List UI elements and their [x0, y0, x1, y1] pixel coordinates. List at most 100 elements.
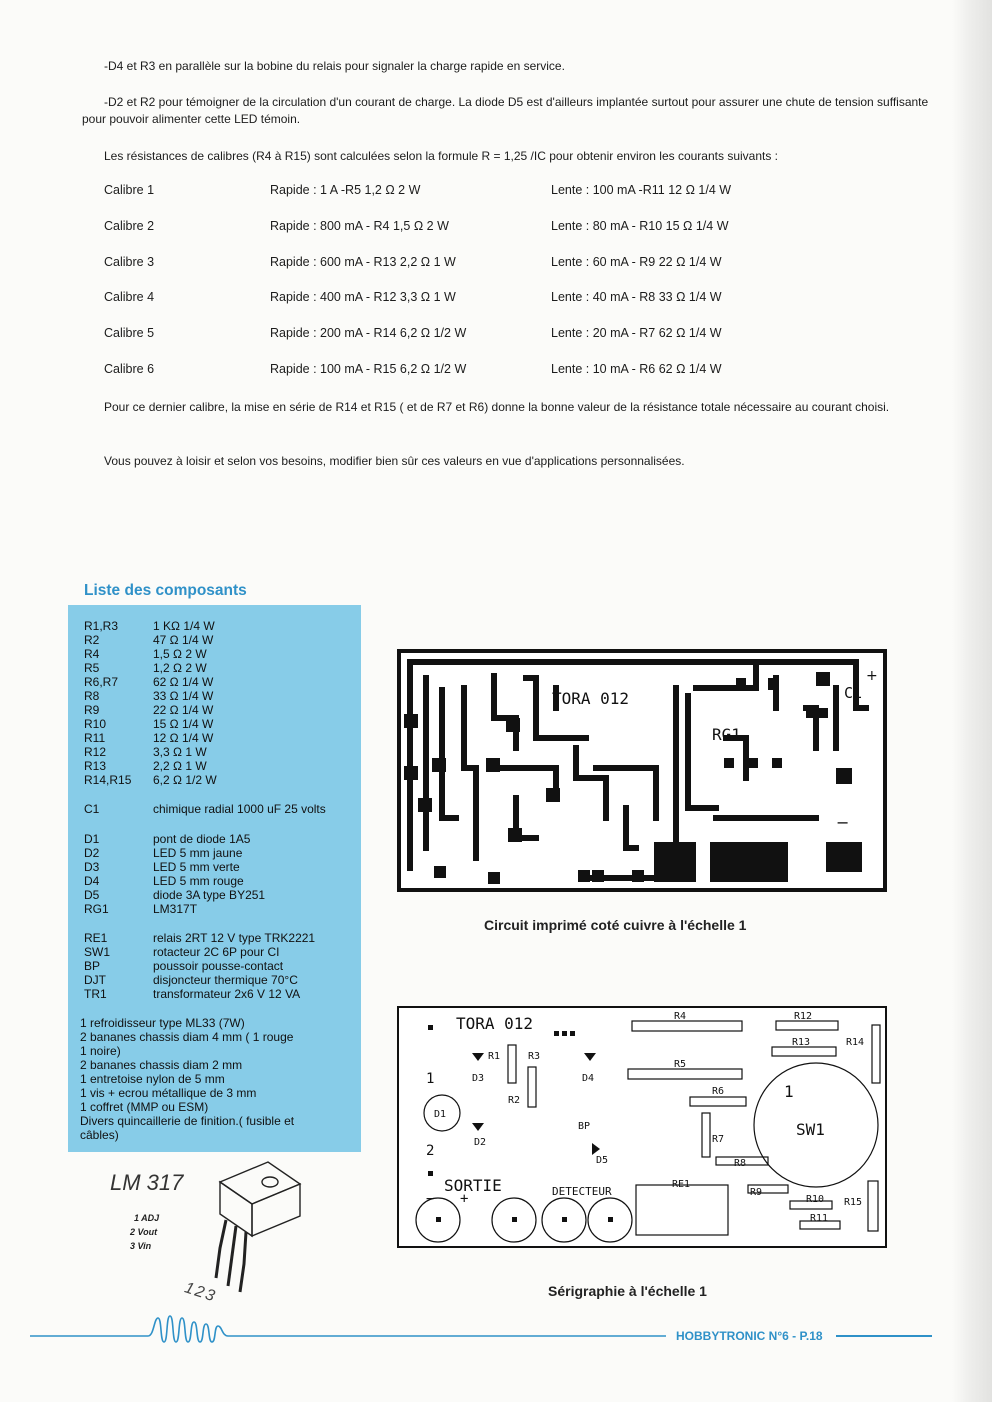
- component-ref: RG1: [84, 902, 109, 916]
- component-ref: SW1: [84, 945, 111, 959]
- component-ref: RE1: [84, 931, 108, 945]
- paragraph-d4-r3: -D4 et R3 en parallèle sur la bobine du …: [104, 59, 565, 73]
- calibre-name: Calibre 2: [104, 219, 155, 233]
- component-value: transformateur 2x6 V 12 VA: [153, 987, 301, 1001]
- component-ref: R5: [84, 661, 100, 675]
- component-ref: R8: [84, 689, 100, 703]
- component-ref: D4: [84, 874, 100, 888]
- silk-r11: R11: [810, 1213, 828, 1224]
- misc-line: 1 coffret (MMP ou ESM): [80, 1100, 209, 1114]
- component-ref: R12: [84, 745, 107, 759]
- component-ref: D5: [84, 888, 100, 902]
- component-value: 1,5 Ω 2 W: [153, 647, 207, 661]
- silk-re1: RE1: [672, 1179, 690, 1190]
- pcb-caption: Circuit imprimé coté cuivre à l'échelle …: [484, 917, 747, 933]
- component-value: chimique radial 1000 uF 25 volts: [153, 802, 326, 816]
- pcb-label-board: TORA 012: [552, 689, 629, 708]
- component-ref: D1: [84, 832, 100, 846]
- calibre-rapide: Rapide : 800 mA - R4 1,5 Ω 2 W: [270, 219, 449, 233]
- footer-page-number: HOBBYTRONIC N°6 - P.18: [676, 1329, 823, 1343]
- lm317-drawing: [214, 1161, 302, 1293]
- silk-r3: R3: [528, 1051, 540, 1062]
- misc-line: Divers quincaillerie de finition.( fusib…: [80, 1114, 295, 1128]
- component-value: LED 5 mm rouge: [153, 874, 244, 888]
- component-ref: R10: [84, 717, 107, 731]
- component-value: 12 Ω 1/4 W: [153, 731, 214, 745]
- calibre-name: Calibre 6: [104, 362, 155, 376]
- component-ref: DJT: [84, 973, 106, 987]
- silk-r12: R12: [794, 1011, 812, 1022]
- misc-line: 1 vis + ecrou métallique de 3 mm: [80, 1086, 257, 1100]
- component-ref: R14,R15: [84, 773, 132, 787]
- component-value: 6,2 Ω 1/2 W: [153, 773, 217, 787]
- silk-sw1: SW1: [796, 1120, 825, 1139]
- component-value: poussoir pousse-contact: [153, 959, 284, 973]
- silk-r6: R6: [712, 1086, 724, 1097]
- footer-rule: [836, 1335, 932, 1337]
- silk-d4: D4: [582, 1073, 594, 1084]
- components-box: [68, 605, 361, 1152]
- silk-r9: R9: [750, 1187, 762, 1198]
- silk-d5: D5: [596, 1155, 608, 1166]
- silk-r1: R1: [488, 1051, 500, 1062]
- paragraph-valeurs: Vous pouvez à loisir et selon vos besoin…: [104, 454, 685, 468]
- calibre-rapide: Rapide : 400 mA - R12 3,3 Ω 1 W: [270, 290, 456, 304]
- calibre-lente: Lente : 80 mA - R10 15 Ω 1/4 W: [551, 219, 729, 233]
- silkscreen-drawing: TORA 012 R4 R12 R13 R14 R5 R6 R7 R8 R9 R…: [397, 1006, 887, 1248]
- component-value: 1 KΩ 1/4 W: [153, 619, 215, 633]
- paragraph-dernier-calibre: Pour ce dernier calibre, la mise en séri…: [104, 400, 890, 414]
- silk-detecteur: DETECTEUR: [552, 1185, 612, 1198]
- component-ref: D3: [84, 860, 100, 874]
- silk-r13: R13: [792, 1037, 810, 1048]
- component-value: LM317T: [153, 902, 198, 916]
- calibre-name: Calibre 1: [104, 183, 155, 197]
- component-value: disjoncteur thermique 70°C: [153, 973, 298, 987]
- misc-line: 2 bananes chassis diam 2 mm: [80, 1058, 243, 1072]
- component-ref: BP: [84, 959, 101, 973]
- calibre-lente: Lente : 20 mA - R7 62 Ω 1/4 W: [551, 326, 722, 340]
- silk-r14: R14: [846, 1037, 864, 1048]
- calibre-name: Calibre 4: [104, 290, 155, 304]
- component-value: relais 2RT 12 V type TRK2221: [153, 931, 316, 945]
- component-ref: D2: [84, 846, 100, 860]
- component-value: pont de diode 1A5: [153, 832, 251, 846]
- silk-r7: R7: [712, 1134, 724, 1145]
- silk-one: 1: [784, 1082, 794, 1101]
- silk-r5: R5: [674, 1059, 686, 1070]
- misc-line: câbles): [80, 1128, 119, 1142]
- page-edge-shadow: [952, 0, 992, 1402]
- component-ref: R4: [84, 647, 100, 661]
- silk-r15: R15: [844, 1197, 862, 1208]
- component-value: 62 Ω 1/4 W: [153, 675, 214, 689]
- pcb-minus: −: [836, 813, 849, 832]
- component-ref: R13: [84, 759, 107, 773]
- component-value: diode 3A type BY251: [153, 888, 266, 902]
- silk-r4: R4: [674, 1011, 686, 1022]
- component-value: 2,2 Ω 1 W: [153, 759, 207, 773]
- pcb-plus: +: [866, 668, 878, 684]
- silk-plus: +: [460, 1191, 468, 1207]
- silk-bp: BP: [578, 1121, 590, 1132]
- footer-waveform: [30, 1315, 666, 1343]
- paragraph-d2-r2: -D2 et R2 pour témoigner de la circulati…: [82, 95, 929, 126]
- component-ref: R1,R3: [84, 619, 119, 633]
- silk-r2: R2: [508, 1095, 520, 1106]
- lm317-title: LM 317: [110, 1170, 184, 1195]
- calibre-name: Calibre 5: [104, 326, 155, 340]
- lm317-pin: 1 ADJ: [134, 1213, 160, 1223]
- silk-r8: R8: [734, 1158, 746, 1169]
- component-ref: R6,R7: [84, 675, 119, 689]
- component-value: rotacteur 2C 6P pour CI: [153, 945, 280, 959]
- component-value: 33 Ω 1/4 W: [153, 689, 214, 703]
- calibre-lente: Lente : 60 mA - R9 22 Ω 1/4 W: [551, 255, 722, 269]
- component-ref: R9: [84, 703, 100, 717]
- component-value: LED 5 mm verte: [153, 860, 240, 874]
- component-ref: TR1: [84, 987, 107, 1001]
- misc-line: 1 entretoise nylon de 5 mm: [80, 1072, 225, 1086]
- silk-r10: R10: [806, 1194, 824, 1205]
- calibre-rapide: Rapide : 200 mA - R14 6,2 Ω 1/2 W: [270, 326, 467, 340]
- lm317-pin: 2 Vout: [130, 1227, 158, 1237]
- calibre-rapide: Rapide : 100 mA - R15 6,2 Ω 1/2 W: [270, 362, 467, 376]
- misc-line: 2 bananes chassis diam 4 mm ( 1 rouge: [80, 1030, 294, 1044]
- component-ref: R2: [84, 633, 100, 647]
